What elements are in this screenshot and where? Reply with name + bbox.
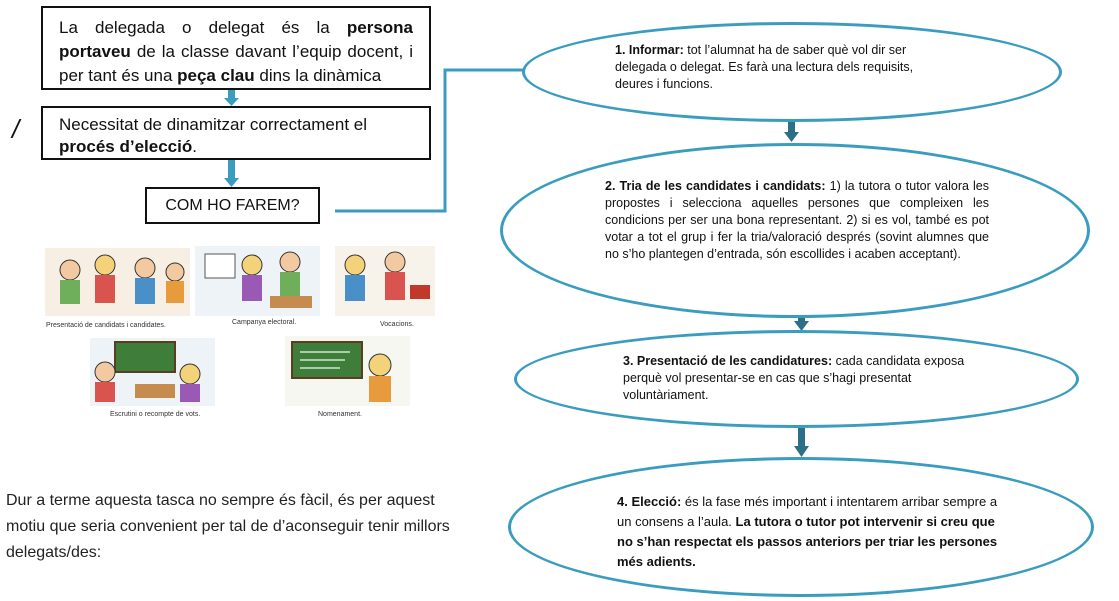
step-2-text: 1) la tutora o tutor valora les proposte… xyxy=(605,179,990,261)
arrowhead-step1-step2 xyxy=(784,132,799,142)
arrowhead-1-2 xyxy=(224,98,239,106)
margin-mark: / xyxy=(12,114,20,144)
box2-text-1: Necessitat de dinamitzar correctament el xyxy=(59,115,368,134)
election-process-box: Necessitat de dinamitzar correctament el… xyxy=(41,106,431,160)
connector-step3-step4 xyxy=(798,428,805,448)
step-4-title: 4. Elecció: xyxy=(617,494,682,509)
box1-text-3: dins la dinàmica xyxy=(254,66,382,85)
box1-bold-2: peça clau xyxy=(177,66,255,85)
step-4-ellipse: 4. Elecció: és la fase més important i i… xyxy=(508,457,1094,597)
step-2-ellipse: 2. Tria de les candidates i candidats: 1… xyxy=(500,143,1090,318)
step-2-title: 2. Tria de les candidates i candidats: xyxy=(605,179,826,193)
step-1-text: tot l’alumnat ha de saber què vol dir se… xyxy=(615,43,914,91)
step-4-text: és la fase més important i intentarem ar… xyxy=(617,494,998,529)
arrowhead-2-3 xyxy=(224,178,239,187)
connector-1-2 xyxy=(228,90,235,100)
step-3-title: 3. Presentació de les candidatures: xyxy=(623,354,833,368)
how-to-label: COM HO FAREM? xyxy=(165,197,300,214)
step-4-emphasis: La tutora o tutor pot intervenir si creu… xyxy=(617,514,998,569)
arrowhead-step3-step4 xyxy=(794,446,809,457)
arrowhead-step2-step3 xyxy=(794,321,809,331)
box2-text-2: . xyxy=(192,137,197,156)
box2-bold-1: procés d’elecció xyxy=(59,137,193,156)
how-to-box: COM HO FAREM? xyxy=(145,187,320,224)
step-3-ellipse: 3. Presentació de les candidatures: cada… xyxy=(514,330,1079,428)
connector-step1-step2 xyxy=(788,120,795,134)
box1-bold-1: persona portaveu xyxy=(59,18,413,61)
connector-2-3 xyxy=(228,160,235,180)
connector-com-ho-farem xyxy=(335,68,545,213)
delegate-definition-box: La delegada o delegat és la persona port… xyxy=(41,6,431,90)
step-1-ellipse: 1. Informar: tot l’alumnat ha de saber q… xyxy=(522,22,1062,122)
box1-text-1: La delegada o delegat és la xyxy=(59,18,347,37)
step-3-text: cada candidata exposa perquè vol present… xyxy=(623,354,965,402)
step-1-title: 1. Informar: xyxy=(615,43,684,57)
box1-text-2: de la classe davant l’equip docent, i pe… xyxy=(59,42,413,85)
bottom-paragraph: Dur a terme aquesta tasca no sempre és f… xyxy=(6,492,450,561)
